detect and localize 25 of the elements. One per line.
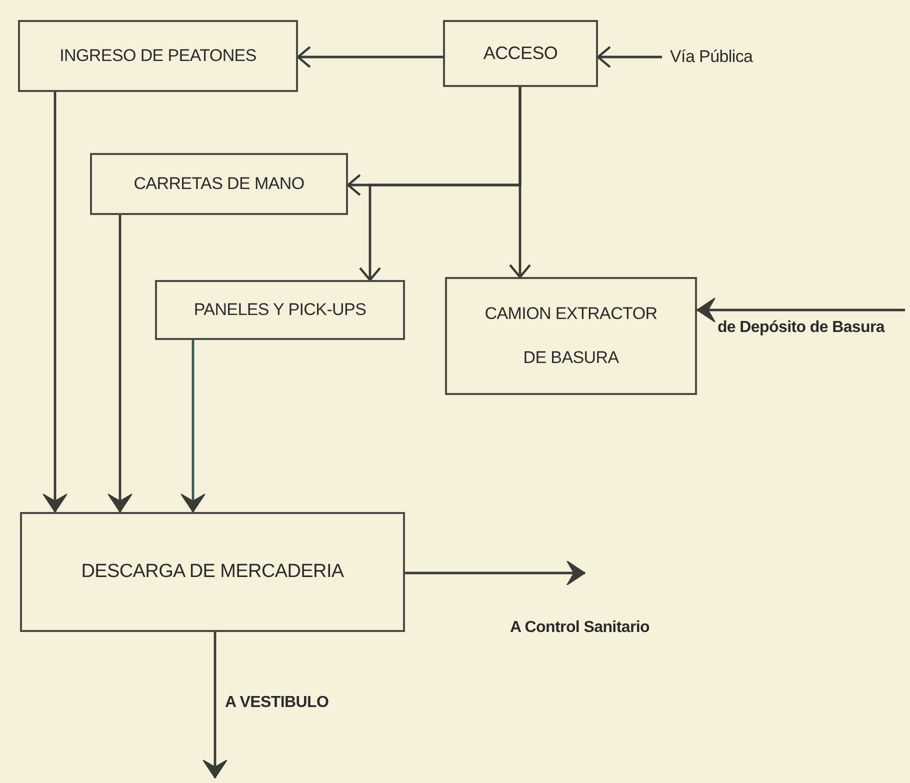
box-label: CARRETAS DE MANO — [134, 174, 304, 194]
arrow — [405, 560, 586, 586]
arrow — [42, 92, 68, 512]
box-label: CAMION EXTRACTOR DE BASURA — [484, 302, 658, 369]
arrow — [202, 632, 228, 778]
box-label: PANELES Y PICK-UPS — [194, 300, 366, 320]
process-box — [155, 280, 405, 340]
arrow — [180, 340, 206, 512]
edge-label: A VESTIBULO — [225, 695, 329, 712]
arrow — [108, 215, 132, 512]
arrow — [696, 298, 905, 322]
box-label: ACCESO — [483, 42, 558, 64]
arrow — [296, 46, 443, 68]
node-label: Vía Pública — [670, 46, 753, 68]
arrow — [596, 46, 662, 68]
box-label: INGRESO DE PEATONES — [60, 46, 256, 66]
box-label: DESCARGA DE MERCADERIA — [81, 560, 344, 584]
arrow — [508, 87, 532, 278]
process-box — [445, 277, 697, 395]
process-box — [20, 512, 405, 632]
process-box — [18, 20, 298, 92]
edge-label: A Control Sanitario — [510, 620, 650, 637]
process-box — [90, 153, 348, 215]
edge-label: de Depósito de Basura — [716, 320, 886, 337]
process-box — [443, 20, 598, 87]
